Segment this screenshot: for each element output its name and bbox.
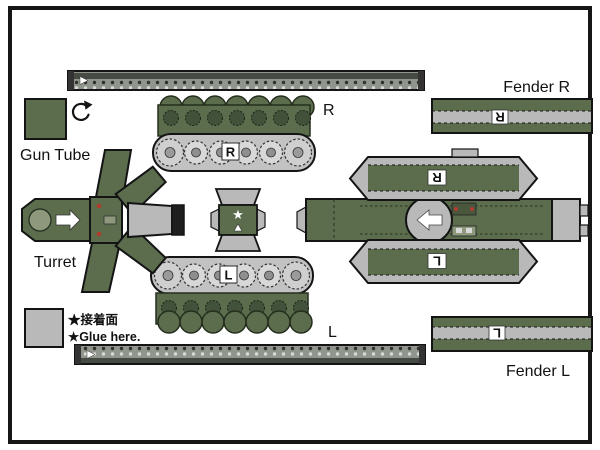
part-track-strip-top	[67, 70, 425, 91]
part-track-assembly-upper: R	[152, 95, 316, 172]
fender-l-mark: L	[493, 326, 501, 341]
rotate-icon	[71, 100, 93, 121]
part-turret	[21, 149, 185, 293]
part-track-assembly-lower: L	[150, 256, 314, 334]
part-fender-left: L	[431, 316, 593, 352]
hull-top-mark: R	[432, 170, 442, 185]
glue-note-line2: ★Glue here.	[68, 330, 140, 344]
glue-note-line1: ★接着面	[68, 312, 119, 327]
glue-swatch	[24, 308, 64, 348]
turret-label: Turret	[34, 254, 77, 271]
fender-l-label: Fender L	[506, 363, 570, 380]
fender-r-label: Fender R	[503, 79, 570, 96]
fender-r-mark: R	[495, 110, 505, 125]
track-r-label: R	[323, 102, 335, 119]
part-hull: R L	[296, 148, 589, 284]
track-upper-mark: R	[226, 145, 236, 160]
roadwheel-bumps	[157, 310, 313, 334]
track-lower-mark: L	[225, 268, 233, 283]
part-fender-right: R	[431, 98, 593, 134]
gun-tube-label: Gun Tube	[20, 147, 90, 164]
hull-bottom-mark: L	[433, 254, 441, 269]
hull-arrow-icon	[416, 209, 443, 231]
part-track-strip-bottom	[74, 344, 426, 365]
turret-arrow-icon	[55, 209, 81, 231]
glue-note: ★接着面 ★Glue here.	[24, 308, 140, 348]
star-icon: ★	[232, 207, 244, 222]
strip-direction-arrow-icon	[79, 76, 89, 85]
part-hull-roof: ★	[210, 188, 266, 252]
roof-arrow-icon	[233, 223, 243, 232]
gear-wheels	[155, 138, 313, 167]
track-l-label: L	[328, 324, 337, 341]
dark-wheels	[163, 110, 311, 126]
strip-direction-arrow-icon	[86, 350, 96, 359]
part-gun-tube	[24, 98, 67, 140]
